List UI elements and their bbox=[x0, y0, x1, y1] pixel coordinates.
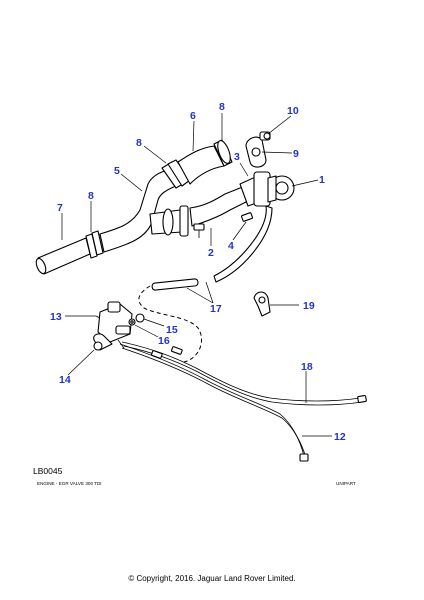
callout-16: 16 bbox=[158, 335, 170, 347]
callout-numbers: 1 2 3 4 5 6 7 8 8 8 9 10 12 13 14 15 16 … bbox=[50, 101, 346, 443]
callout-8-top: 8 bbox=[219, 101, 225, 113]
callout-9: 9 bbox=[293, 148, 299, 160]
callout-3: 3 bbox=[234, 151, 240, 163]
copyright-notice: © Copyright, 2016. Jaguar Land Rover Lim… bbox=[128, 574, 296, 583]
callout-8-lower: 8 bbox=[88, 190, 94, 202]
figure-code: LB0045 bbox=[33, 466, 63, 476]
callout-4: 4 bbox=[228, 240, 234, 252]
egr-hose-assembly bbox=[35, 139, 251, 275]
callout-1: 1 bbox=[319, 174, 325, 186]
vacuum-pipe bbox=[151, 205, 273, 291]
callout-5: 5 bbox=[114, 165, 120, 177]
egr-modulator bbox=[93, 301, 145, 351]
figure-caption: ENGINE - EGR VALVE 300 TDI bbox=[37, 481, 102, 486]
callout-8-middle: 8 bbox=[136, 137, 142, 149]
routing-dashed-line bbox=[138, 285, 202, 363]
callout-10: 10 bbox=[287, 105, 299, 117]
callout-19: 19 bbox=[303, 300, 315, 312]
callout-6: 6 bbox=[190, 110, 196, 122]
hose-clip bbox=[253, 291, 271, 317]
callout-18: 18 bbox=[301, 361, 313, 373]
callout-15: 15 bbox=[166, 324, 178, 336]
supplier-label: UNIPART bbox=[336, 481, 356, 486]
callout-12: 12 bbox=[334, 431, 346, 443]
callout-14: 14 bbox=[59, 374, 71, 386]
callout-17: 17 bbox=[210, 303, 222, 315]
leader-lines bbox=[61, 113, 332, 437]
callout-7: 7 bbox=[57, 202, 63, 214]
vacuum-hoses bbox=[119, 341, 367, 462]
vacuum-fitting bbox=[259, 131, 271, 141]
egr-valve bbox=[239, 171, 295, 222]
callout-13: 13 bbox=[50, 311, 62, 323]
callout-2: 2 bbox=[208, 247, 214, 259]
gasket bbox=[245, 136, 267, 168]
